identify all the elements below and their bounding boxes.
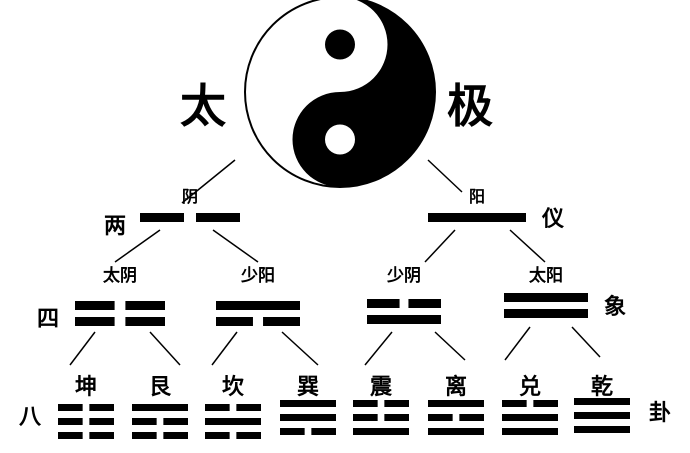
- yang-line: [574, 412, 630, 419]
- yin-line-left: [132, 418, 157, 425]
- yin-line-left: [75, 317, 115, 326]
- trigram-6-label: 离: [445, 374, 467, 400]
- yang-line: [280, 414, 336, 421]
- yin-mode-label: 阴: [182, 187, 198, 206]
- yang-line: [367, 315, 441, 324]
- four-image-1-label: 太阴: [103, 265, 137, 286]
- two-modes-left-char: 两: [104, 213, 126, 239]
- trigram-2: 艮: [132, 374, 188, 439]
- yin-line-right: [408, 299, 441, 308]
- yin-line-right: [89, 418, 114, 425]
- yin-line-right: [384, 400, 409, 407]
- yin-line-left: [58, 432, 83, 439]
- yin-line-left: [205, 404, 230, 411]
- yin-line-right: [533, 400, 558, 407]
- yin-line-right: [89, 432, 114, 439]
- yang-line: [205, 418, 261, 425]
- yin-line-right: [459, 414, 484, 421]
- yin-line-right: [311, 428, 336, 435]
- yin-line-left: [502, 400, 527, 407]
- yang-line: [216, 301, 300, 310]
- yang-line: [504, 309, 588, 318]
- trigram-7: 兑: [502, 374, 558, 435]
- yin-line-right: [163, 432, 188, 439]
- trigram-6: 离: [428, 374, 484, 435]
- four-image-2-label: 少阳: [240, 266, 275, 286]
- yin-line-right: [263, 317, 300, 326]
- yin-line-left: [367, 299, 400, 308]
- trigram-5: 震: [353, 374, 409, 435]
- yang-line: [280, 400, 336, 407]
- trigram-3-label: 坎: [222, 374, 244, 400]
- yang-line: [502, 414, 558, 421]
- four-image-1: 太阴: [75, 265, 165, 326]
- yin-line-left: [280, 428, 305, 435]
- four-images-left-char: 四: [37, 306, 59, 332]
- yin-line-left: [216, 317, 253, 326]
- yang-line: [574, 426, 630, 433]
- trigram-8-label: 乾: [591, 374, 613, 400]
- taiji-left-char: 太: [180, 79, 226, 133]
- yin-line-left: [353, 400, 378, 407]
- yin-line-left: [132, 432, 157, 439]
- trigram-5-label: 震: [370, 374, 393, 400]
- yin-mode: 阴: [140, 187, 240, 222]
- trigram-4-label: 巽: [297, 374, 319, 400]
- eight-trigrams-left-char: 八: [19, 404, 42, 430]
- yin-line-left: [58, 404, 83, 411]
- yin-line-right: [196, 213, 240, 222]
- yin-line-left: [353, 414, 378, 421]
- yin-line-right: [125, 301, 165, 310]
- four-image-3-label: 少阴: [386, 266, 421, 286]
- yin-line-right: [236, 404, 261, 411]
- four-image-3: 少阴: [367, 266, 441, 324]
- yang-line: [428, 428, 484, 435]
- two-modes-right-char: 仪: [541, 206, 565, 232]
- yin-yang-icon: [244, 0, 436, 188]
- trigram-2-label: 艮: [149, 374, 172, 400]
- yin-line-left: [58, 418, 83, 425]
- four-images-right-char: 象: [604, 294, 626, 320]
- yang-mode: 阳: [428, 187, 526, 222]
- yin-line-right: [384, 414, 409, 421]
- connector-lines: [69, 159, 601, 366]
- yang-line: [353, 428, 409, 435]
- four-image-4: 太阳: [504, 265, 588, 318]
- four-image-4-label: 太阳: [529, 265, 563, 286]
- trigram-3: 坎: [205, 374, 261, 439]
- yang-mode-label: 阳: [469, 187, 485, 206]
- yin-line-left: [205, 432, 230, 439]
- yin-line-left: [428, 414, 453, 421]
- yin-line-left: [140, 213, 184, 222]
- yang-line: [132, 404, 188, 411]
- trigram-1-label: 坤: [75, 374, 97, 400]
- four-image-2: 少阳: [216, 266, 300, 326]
- yin-line-right: [236, 432, 261, 439]
- trigram-4: 巽: [280, 374, 336, 435]
- yang-line: [574, 398, 630, 405]
- yang-line: [428, 213, 526, 222]
- yang-line: [428, 400, 484, 407]
- yin-line-right: [125, 317, 165, 326]
- eight-trigrams-right-char: 卦: [649, 400, 671, 426]
- yang-line: [502, 428, 558, 435]
- yin-line-left: [75, 301, 115, 310]
- trigram-1: 坤: [58, 374, 114, 439]
- trigram-8: 乾: [574, 374, 630, 433]
- taiji-right-char: 极: [447, 79, 493, 133]
- yin-line-right: [163, 418, 188, 425]
- yin-line-right: [89, 404, 114, 411]
- trigram-7-label: 兑: [519, 374, 541, 400]
- yang-line: [504, 293, 588, 302]
